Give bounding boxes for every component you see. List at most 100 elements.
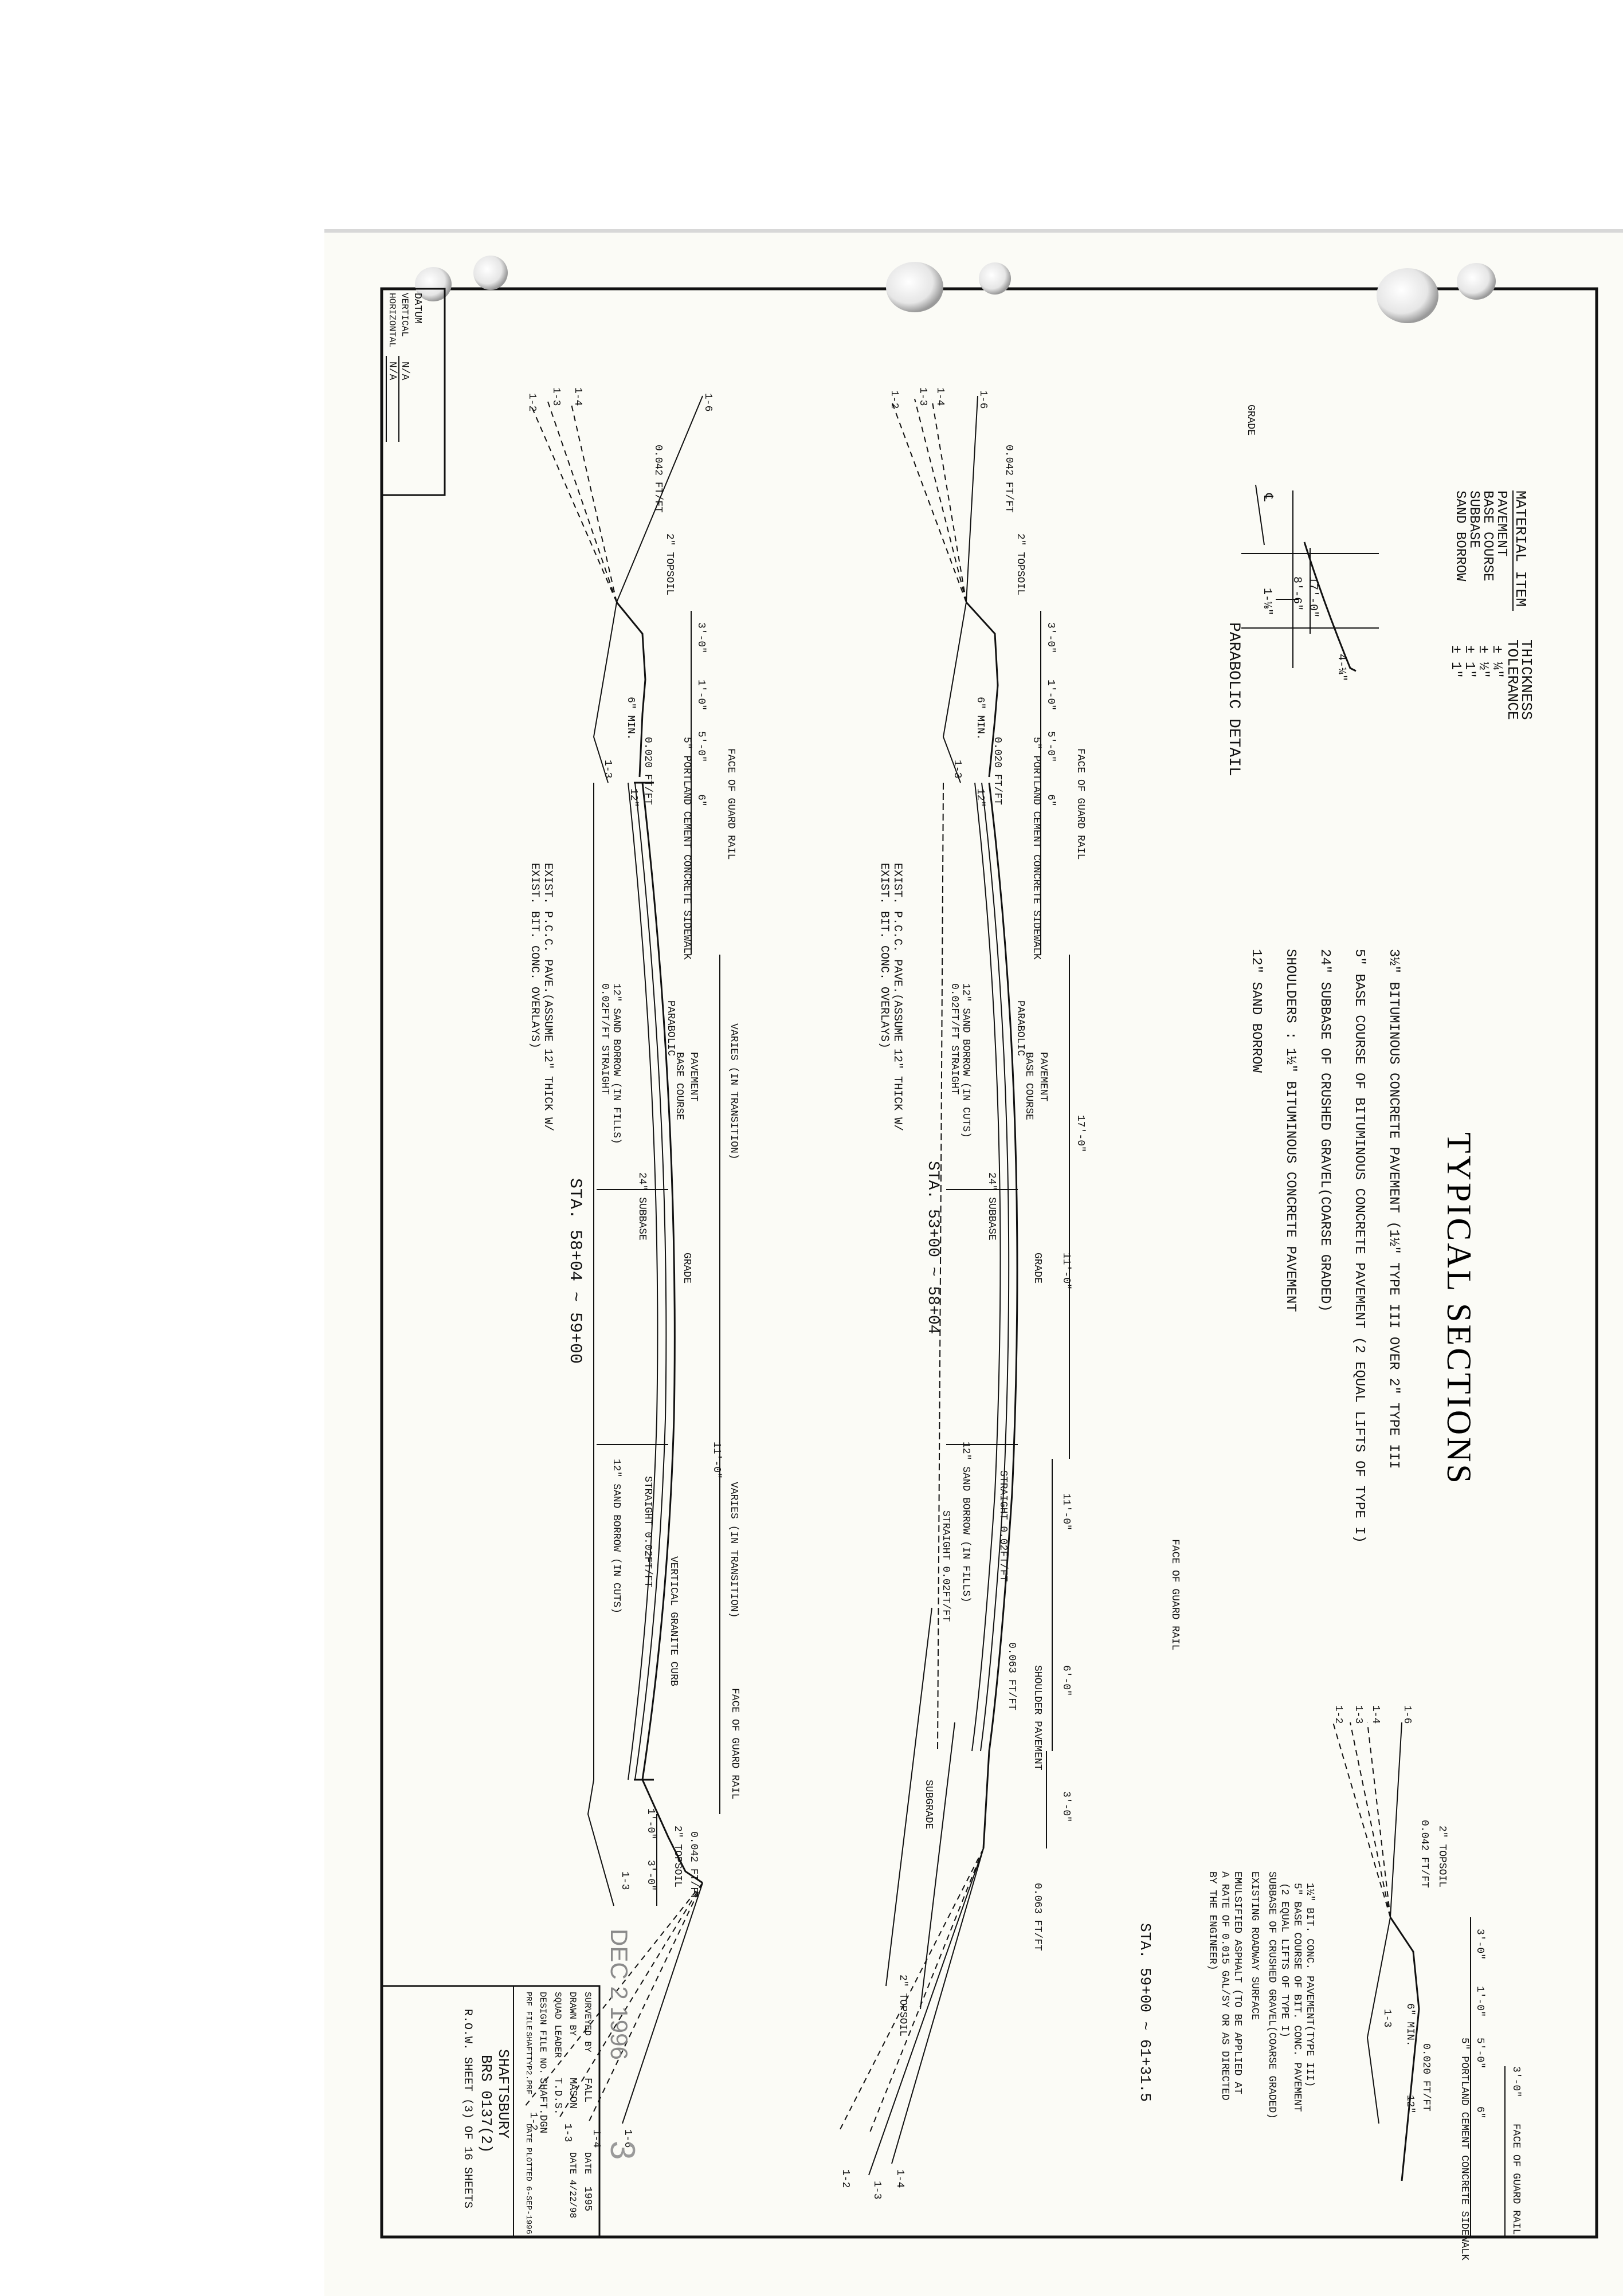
b-face-guard-rail-2: FACE OF GUARD RAIL [1169,1539,1181,1650]
b-dim-3: 3'-0" [1045,622,1056,653]
b-dim-11a: 11'-0" [1060,1253,1072,1290]
a-slope-12-top: 1-2 [526,393,538,411]
b-slope-042: 0.042 FT/FT [1003,445,1014,513]
c-slope-13-label: 1-3 [1381,2009,1393,2027]
datum-vertical-value: N/A [399,362,410,380]
a-pavement: PAVEMENT [688,1052,699,1102]
a-slope-13-top: 1-3 [550,387,562,406]
tb-drawn: MASON [567,2078,578,2109]
b-shoulder: SHOULDER PAVEMENT [1032,1665,1043,1771]
b-slope-14-bottom: 1-4 [894,2169,905,2188]
b-slope-13-bottom: 1-3 [871,2181,883,2199]
b-sand-fills: 12" SAND BORROW (IN FILLS) [960,1442,971,1603]
tb-drawn-label: DRAWN BY [567,1992,578,2036]
c-dim-5: 5'-0" [1474,2038,1485,2069]
parabolic-dim-1: 1-⅛" [1260,588,1273,615]
b-dim-6ft: 6'-0" [1060,1665,1072,1696]
c-note-8: BY THE ENGINEER) [1206,1871,1218,1971]
a-base-course: BASE COURSE [673,1052,685,1120]
a-slope-12-bottom: 1-2 [527,2112,539,2130]
a-slope-13-bottom: 1-3 [562,2124,573,2142]
a-existing-2: EXIST. BIT. CONC. OVERLAYS) [528,863,541,1049]
c-dim-3: 3'-0" [1474,1929,1485,1960]
b-dim-5: 5'-0" [1045,731,1056,762]
parabolic-detail: ℄ 17'-0" 8'-6" 1-⅛" 4-¼" GRADE PARABOLIC… [1225,405,1379,776]
tolerance-header: TOLERANCE [1504,639,1521,720]
a-sand-fills: 12" SAND BORROW (IN FILLS) [610,983,622,1144]
b-base-course: BASE COURSE [1023,1052,1034,1120]
tolerance-row-2: ± ½" [1475,645,1491,678]
a-station: STA. 58+04 ~ 59+00 [565,1178,585,1364]
a-sand-cuts: 12" SAND BORROW (IN CUTS) [610,1459,622,1614]
drawing-sheet: DATUM VERTICAL N/A HORIZONTAL N/A MATERI… [324,229,1623,2296]
tb-plotted: DATE PLOTTED 6-SEP-1996 [524,2124,533,2234]
tolerance-row-4: ± 1" [1448,645,1463,678]
a-slope-042-1: 0.042 FT/FT [652,445,664,513]
tb-surveyed-date: 1995 [582,2187,593,2211]
b-dim-12in: 12" [974,788,986,807]
b-dim-17: 17'-0" [1075,1115,1086,1152]
a-existing-1: EXIST. P.C.C. PAVE.(ASSUME 12" THICK W/ [541,863,554,1131]
c-note-1: 1½" BIT. CONC. PAVEMENT(TYPE III) [1304,1883,1315,2087]
c-dim-12in: 12" [1404,2095,1416,2113]
b-dim-6in: 6" [1045,794,1056,807]
b-min-6: 6" MIN. [974,697,986,740]
received-date-stamp: DEC 2 1996 [606,1929,633,2060]
b-dim-3b: 3'-0" [1060,1791,1072,1822]
b-slope-16-top: 1-6 [977,390,989,409]
b-straight-right: STRAIGHT 0.02FT/FT [997,1470,1009,1582]
c-note-6: EMULSIFIED ASPHALT (TO BE APPLIED AT [1232,1871,1243,2094]
material-row-1: PAVEMENT [1493,490,1509,556]
c-dim-3b: 3'-0" [1510,2066,1522,2097]
b-slope-14-top: 1-4 [934,387,946,406]
c-dim-1: 1'-0" [1474,1986,1485,2017]
a-straight-right: STRAIGHT 0.02FT/FT [642,1476,653,1588]
b-grade: GRADE [1032,1253,1043,1284]
tb-design: SHAFT.DGN [537,2078,548,2133]
parabolic-dim-8: 8'-6" [1290,576,1303,611]
a-min-6: 6" MIN. [625,697,636,740]
c-slope-14: 1-4 [1370,1705,1381,1724]
a-slope-020: 0.020 FT/FT [642,737,653,805]
a-dim-5: 5'-0" [695,731,707,762]
a-sidewalk: 5" PORTLAND CEMENT CONCRETE SIDEWALK [681,737,692,960]
c-note-3: (2 EQUAL LIFTS OF TYPE I) [1279,1883,1290,2038]
c-slope-12: 1-2 [1332,1705,1344,1724]
c-topsoil: 2" TOPSOIL [1436,1826,1448,1887]
parabolic-dim-17: 17'-0" [1306,576,1319,618]
spec-line-4: SHOULDERS : 1½" BITUMINOUS CONCRETE PAVE… [1283,949,1298,1312]
a-dim-6in: 6" [695,794,707,807]
b-slope-063-2: 0.063 FT/FT [1032,1883,1043,1951]
c-note-5: EXISTING ROADWAY SURFACE [1249,1871,1260,2020]
parabolic-title: PARABOLIC DETAIL [1225,622,1242,776]
thickness-header: THICKNESS [1518,639,1535,720]
a-face-guard-rail-1: FACE OF GUARD RAIL [725,748,736,859]
b-face-guard-rail-1: FACE OF GUARD RAIL [1075,748,1086,859]
a-face-guard-rail-2: FACE OF GUARD RAIL [729,1688,740,1799]
parabolic-dim-4: 4-¼" [1335,654,1348,681]
spec-line-1: 3½" BITUMINOUS CONCRETE PAVEMENT (1½" TY… [1386,949,1401,1469]
a-varies-1: VARIES (IN TRANSITION) [728,1023,739,1160]
section-c: 1-6 1-4 1-3 1-2 FACE OF GUARD RAIL 2" TO… [1136,1705,1522,2260]
a-dim-3: 3'-0" [695,622,707,653]
b-slope-12-bottom: 1-2 [840,2169,851,2188]
b-slope-063-1: 0.063 FT/FT [1006,1642,1017,1710]
c-min-6: 6" MIN. [1404,2003,1416,2047]
tolerance-row-1: ± ¼" [1489,645,1504,678]
a-dim-11: 11'-0" [711,1442,722,1479]
b-sand-cuts: 12" SAND BORROW (IN CUTS) [960,983,971,1138]
material-row-2: BASE COURSE [1480,490,1495,581]
datum-horizontal-label: HORIZONTAL [387,293,397,348]
a-straight-left: 0.02FT/FT STRAIGHT [599,983,610,1095]
tb-squad: T.D.S. [552,2078,563,2115]
binder-holes [415,256,1496,323]
b-dim-11b: 11'-0" [1060,1493,1072,1530]
b-slope-13-label: 1-3 [951,760,963,778]
tb-surveyed-label: SURVEYED BY [582,1992,593,2052]
tolerance-row-3: ± 1" [1461,645,1477,678]
b-slope-12-top: 1-2 [888,390,900,409]
tb-squad-label: SQUAD LEADER [552,1992,563,2058]
c-note-7: A RATE OF 0.015 GAL/SY OR AS DIRECTED [1219,1871,1230,2101]
title-block: SURVEYED BY FALL DATE 1995 DRAWN BY MASO… [381,1985,601,2238]
b-pavement: PAVEMENT [1037,1052,1049,1102]
